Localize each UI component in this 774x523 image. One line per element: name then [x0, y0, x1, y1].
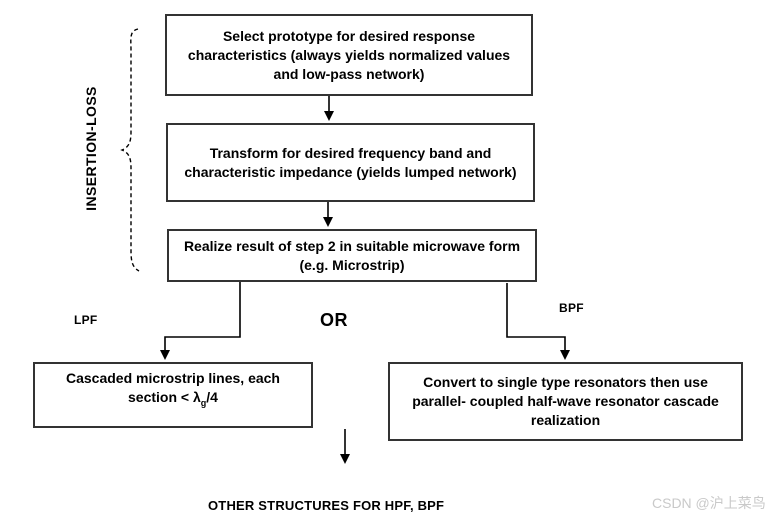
other-structures-label: OTHER STRUCTURES FOR HPF, BPF: [208, 498, 445, 513]
step-text: Realize result of step 2 in suitable mic…: [183, 237, 521, 273]
lpf-box-text: Cascaded microstrip lines, each section …: [66, 369, 280, 413]
connector-step3-bpf: [506, 283, 570, 360]
outcome-box-bpf: Convert to single type resonators then u…: [388, 362, 743, 441]
bpf-branch-label: BPF: [559, 301, 584, 315]
step-box-select-prototype: Select prototype for desired response ch…: [165, 14, 533, 96]
lpf-box-line2-prefix: section < λ: [128, 389, 201, 405]
lpf-branch-label: LPF: [74, 313, 98, 327]
lpf-box-line1: Cascaded microstrip lines, each: [66, 370, 280, 386]
step-text: Transform for desired frequency band and…: [184, 144, 517, 180]
step-box-realize: Realize result of step 2 in suitable mic…: [167, 229, 537, 282]
step-box-transform: Transform for desired frequency band and…: [166, 123, 535, 202]
lpf-box-line2-suffix: /4: [206, 389, 218, 405]
lambda-subscript: g: [200, 397, 207, 408]
bpf-box-text: Convert to single type resonators then u…: [412, 374, 719, 428]
connector-step3-lpf: [160, 281, 241, 360]
csdn-watermark: CSDN @沪上菜鸟: [652, 495, 766, 511]
or-label: OR: [320, 310, 348, 330]
insertion-loss-brace: [120, 28, 140, 272]
step-text: Select prototype for desired response ch…: [187, 27, 511, 82]
insertion-loss-label: INSERTION-LOSS: [83, 86, 99, 211]
outcome-box-lpf: Cascaded microstrip lines, each section …: [33, 362, 313, 428]
